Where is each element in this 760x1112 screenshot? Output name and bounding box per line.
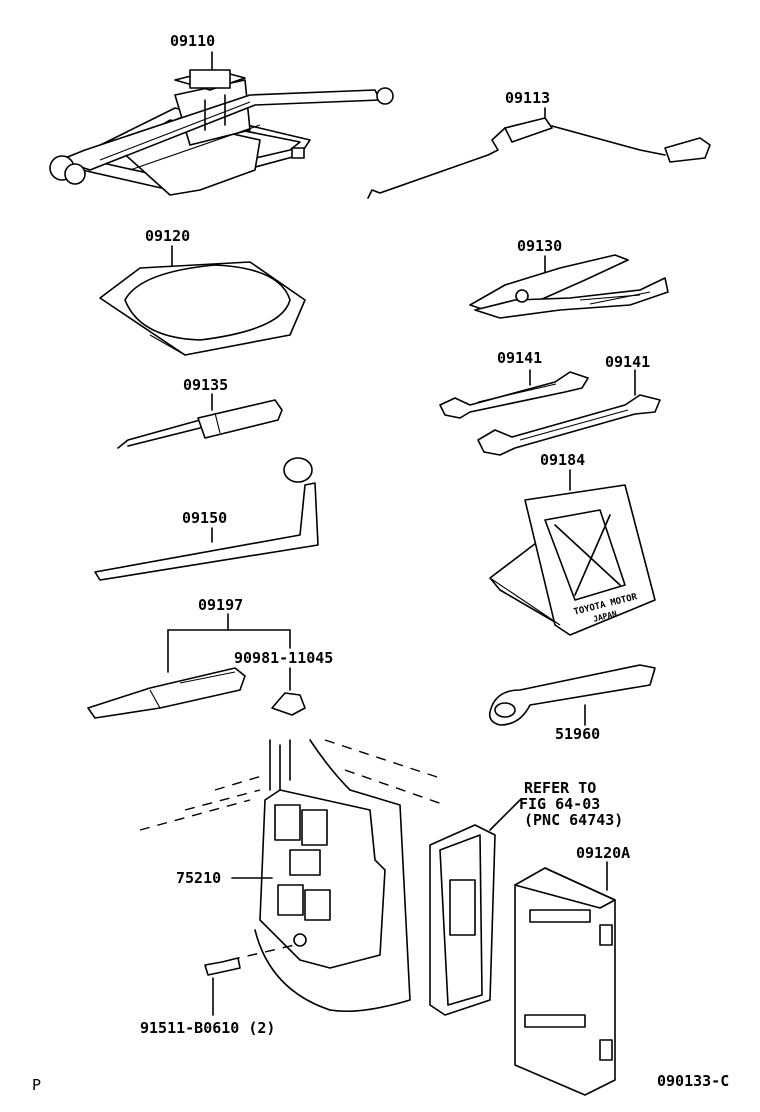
jack-handle-drawing bbox=[367, 107, 711, 199]
label-wheel-nut-wrench: 09150 bbox=[182, 509, 228, 527]
label-refer-line2: FIG 64-03 bbox=[519, 795, 601, 813]
label-jack: 09110 bbox=[170, 32, 216, 50]
label-towing-hook: 51960 bbox=[555, 725, 601, 743]
wrench-a-drawing bbox=[439, 369, 589, 419]
label-wrench-b: 09141 bbox=[605, 353, 651, 371]
label-chock: 09184 bbox=[540, 451, 586, 469]
label-bolt: 91511-B0610 (2) bbox=[140, 1019, 276, 1037]
page-mark: P bbox=[32, 1076, 42, 1094]
tool-case-drawing bbox=[514, 861, 616, 1096]
jack-drawing bbox=[49, 51, 394, 196]
label-refer-line1: REFER TO bbox=[524, 779, 597, 797]
label-tool-bag: 09120 bbox=[145, 227, 191, 245]
wrench-b-drawing bbox=[477, 369, 661, 456]
label-jack-handle: 09113 bbox=[505, 89, 551, 107]
pliers-drawing bbox=[469, 254, 669, 319]
tire-gauge-drawing bbox=[87, 613, 306, 719]
label-refer-line3: (PNC 64743) bbox=[524, 811, 624, 829]
label-tool-case: 09120A bbox=[576, 844, 631, 862]
tool-bag-drawing bbox=[99, 245, 306, 356]
trim-panel-drawing bbox=[429, 799, 521, 1016]
holder-drawing bbox=[139, 739, 446, 1016]
towing-hook-drawing bbox=[488, 664, 656, 726]
chock-drawing bbox=[489, 469, 656, 636]
label-tire-gauge-set: 09197 bbox=[198, 596, 244, 614]
label-valve-cap: 90981-11045 bbox=[234, 649, 334, 667]
label-holder: 75210 bbox=[176, 869, 222, 887]
label-pliers: 09130 bbox=[517, 237, 563, 255]
screwdriver-drawing bbox=[117, 393, 283, 449]
wheel-nut-wrench-drawing bbox=[94, 457, 319, 581]
drawing-code: 090133-C bbox=[657, 1072, 730, 1090]
label-screwdriver: 09135 bbox=[183, 376, 229, 394]
label-wrench-a: 09141 bbox=[497, 349, 543, 367]
